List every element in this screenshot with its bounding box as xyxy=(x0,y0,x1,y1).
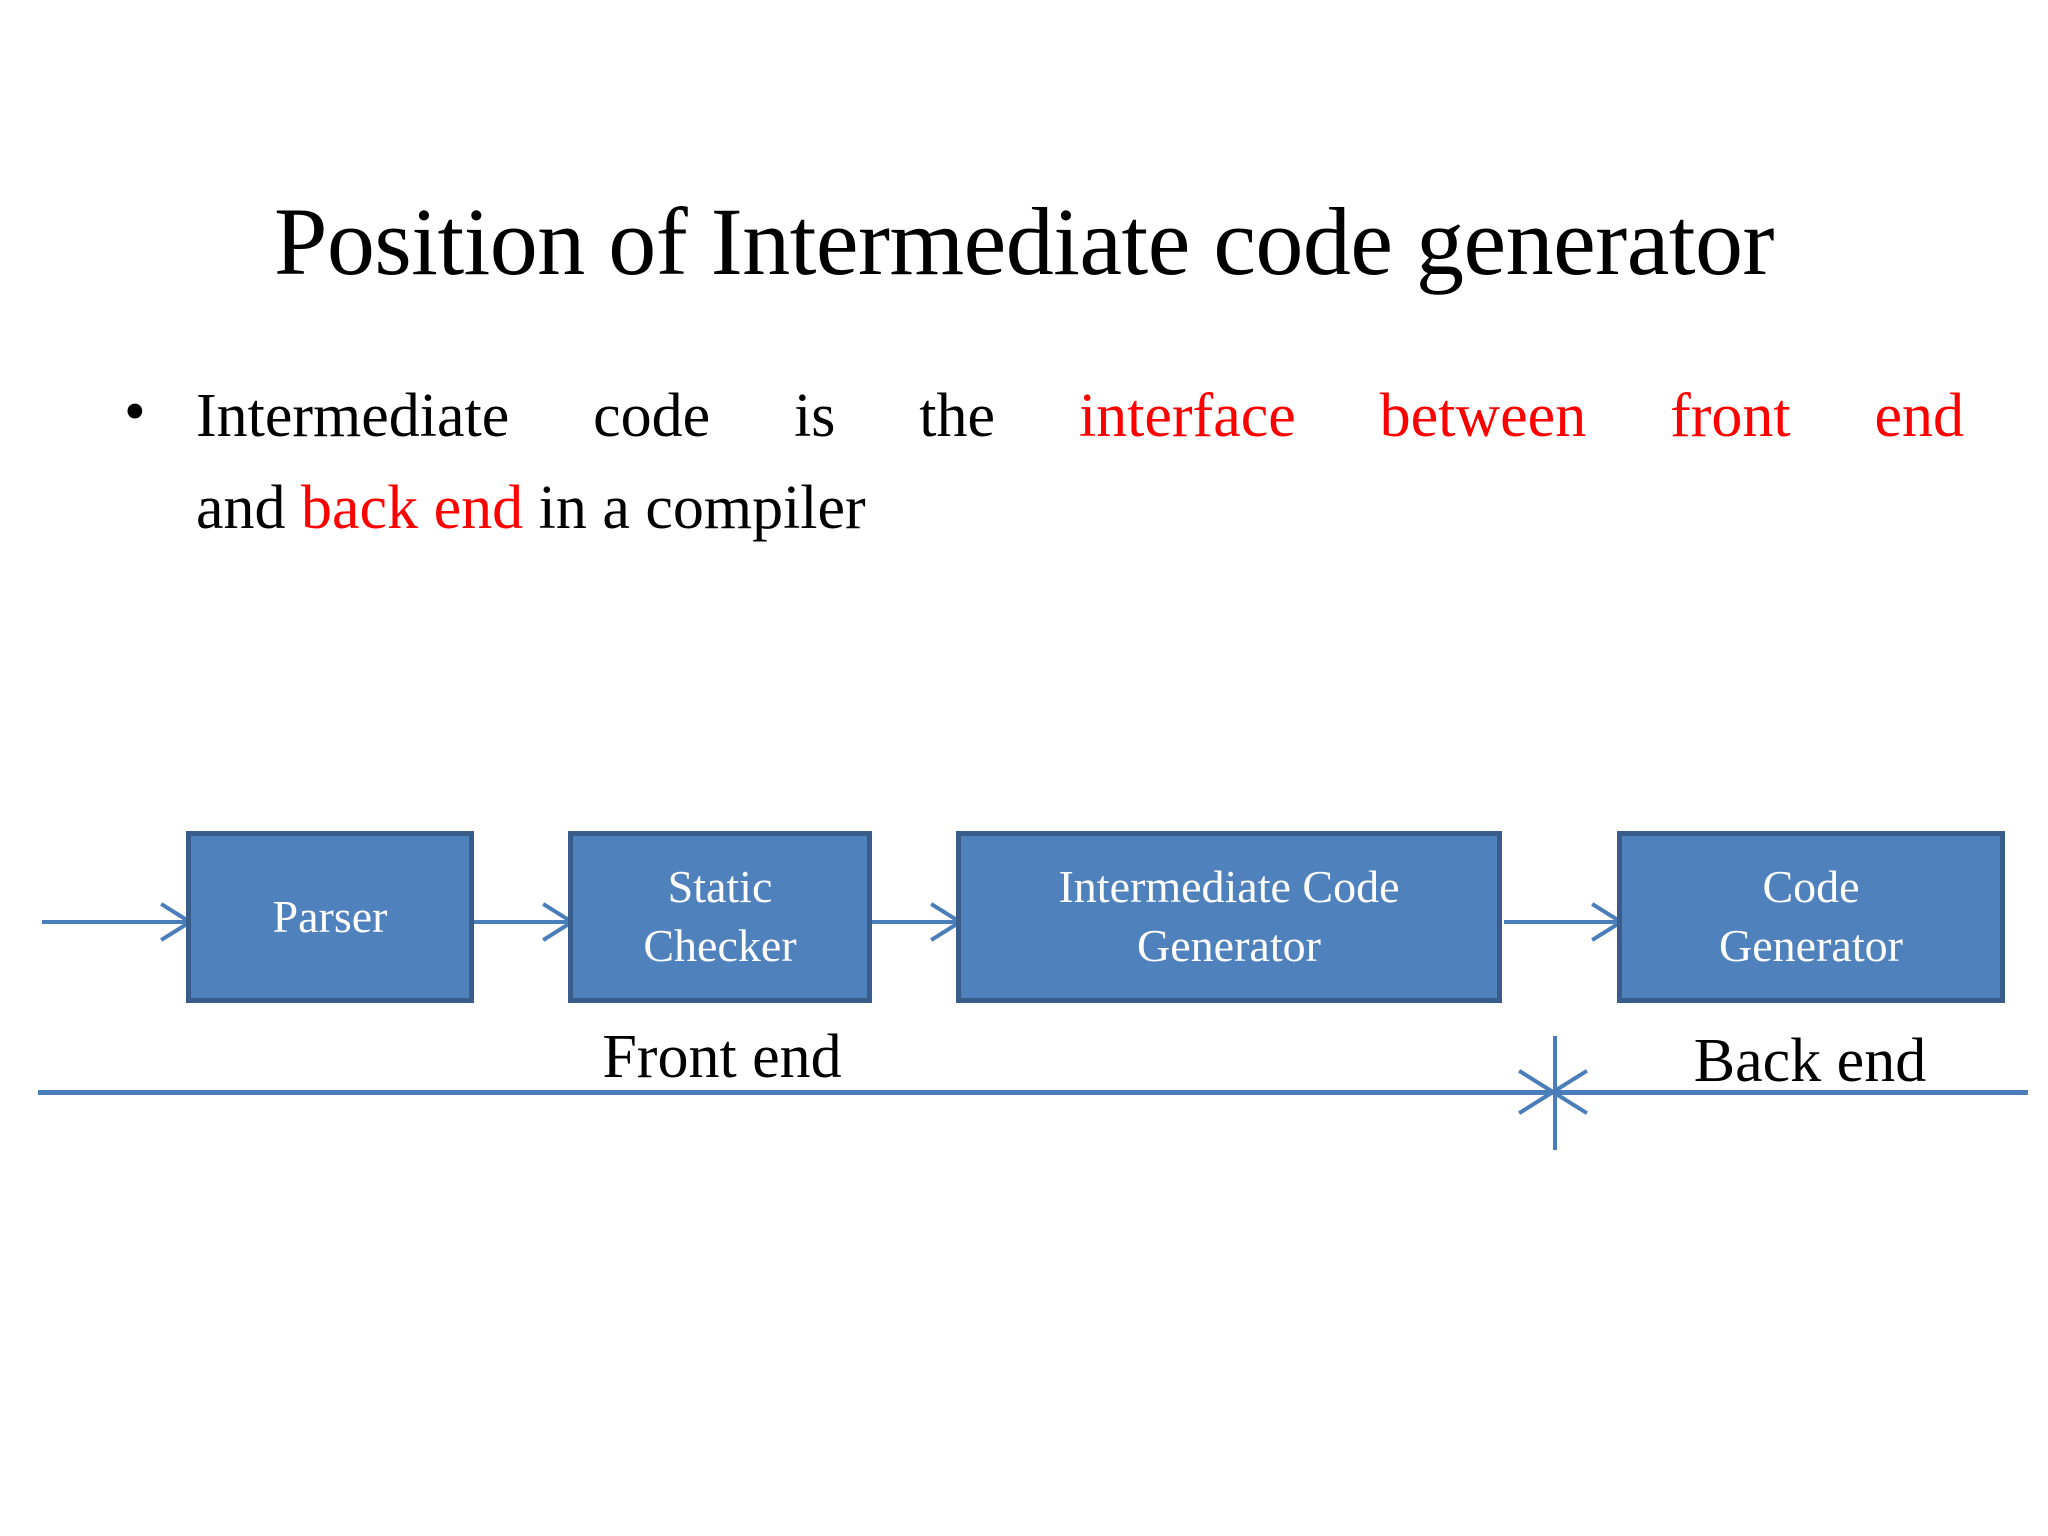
diagram-box-label-line2: Generator xyxy=(1137,920,1321,971)
bullet-line-1: Intermediate code is the interface betwe… xyxy=(196,370,1964,462)
diagram-box-label-line2: Generator xyxy=(1719,920,1903,971)
connector-line xyxy=(42,920,188,924)
bullet-line-2-plain-a: and xyxy=(196,474,302,542)
connector-line xyxy=(872,920,958,924)
list-item: • Intermediate code is the interface bet… xyxy=(124,370,1964,554)
bullet-line-2: and back end in a compiler xyxy=(196,462,1964,554)
diagram-box-label-line1: Code xyxy=(1762,861,1860,913)
bullet-line-1-plain: Intermediate code is the xyxy=(196,382,1079,450)
front-back-end-divider xyxy=(1553,1036,1557,1150)
diagram-box-label-line1: Static xyxy=(667,861,773,913)
bullet-line-2-plain-b: in a compiler xyxy=(523,474,866,542)
bullet-text: Intermediate code is the interface betwe… xyxy=(196,370,1964,554)
pipeline-baseline-rule xyxy=(38,1090,2028,1095)
diagram-box-parser[interactable]: Parser xyxy=(186,831,474,1003)
bullet-list: • Intermediate code is the interface bet… xyxy=(124,370,1964,554)
span-label-front-end: Front end xyxy=(602,1023,842,1091)
bullet-line-2-highlight: back end xyxy=(301,474,524,542)
bullet-marker-icon: • xyxy=(124,378,146,446)
connector-static-checker-to-icg xyxy=(872,903,958,937)
diagram-box-label-line2: Checker xyxy=(643,920,797,971)
connector-line xyxy=(474,920,570,924)
span-label-back-end: Back end xyxy=(1693,1027,1927,1095)
bullet-line-1-highlight: interface between front end xyxy=(1078,382,1964,450)
connector-input-arrow xyxy=(42,903,188,937)
diagram-box-label: Parser xyxy=(272,890,388,942)
connector-icg-to-code-generator xyxy=(1504,903,1619,937)
connector-parser-to-static-checker xyxy=(474,903,570,937)
connector-line xyxy=(1504,920,1619,924)
page-title: Position of Intermediate code generator xyxy=(274,188,1774,296)
diagram-box-label-line1: Intermediate Code xyxy=(1058,861,1400,913)
